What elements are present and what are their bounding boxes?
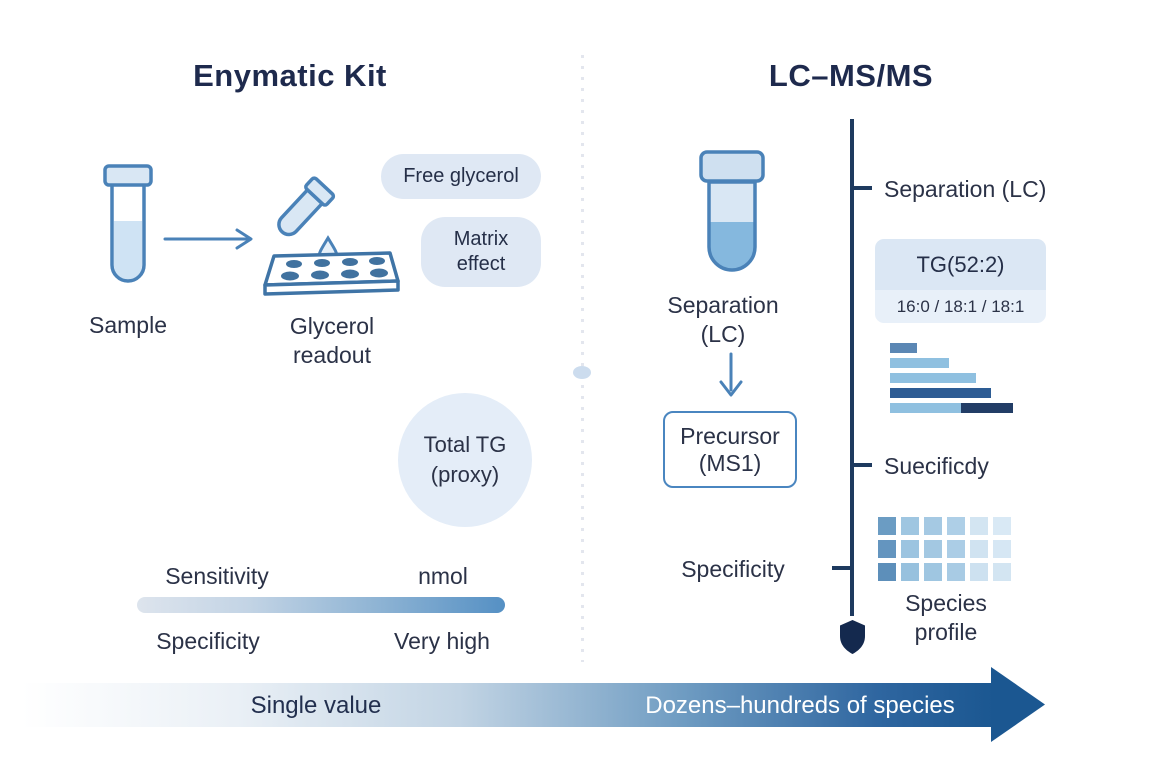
glycerol-readout-label: Glycerol readout [289, 313, 375, 368]
matrix-effect-badge: Matrix effect [421, 217, 541, 287]
sample-tube-icon [103, 164, 153, 283]
tg-chain-composition: 16:0 / 18:1 / 18:1 [875, 290, 1046, 323]
timeline-separation-label: Separation (LC) [884, 176, 1047, 202]
heatmap-cell [947, 517, 965, 535]
left-panel-title: Enymatic Kit [193, 58, 387, 93]
heatmap-cell [878, 517, 896, 535]
glycerol-readout-icon [263, 176, 400, 296]
right-panel-title: LC–MS/MS [768, 58, 934, 93]
heatmap-cell [924, 517, 942, 535]
left-tick [832, 566, 852, 570]
sensitivity-value: nmol [418, 563, 468, 589]
precursor-ms1-box: Precursor (MS1) [663, 411, 797, 488]
divider-dot [573, 366, 591, 379]
sample-label: Sample [89, 312, 167, 338]
arrow-down-icon [719, 352, 743, 397]
specificity-tick [852, 463, 872, 467]
heatmap-cell [970, 540, 988, 558]
sensitivity-label: Sensitivity [165, 563, 269, 589]
total-tg-bubble: Total TG (proxy) [398, 393, 532, 527]
fragment-bar-segment [890, 388, 991, 398]
heatmap-cell [970, 517, 988, 535]
free-glycerol-badge: Free glycerol [381, 154, 541, 199]
species-profile-label: Species profile [905, 590, 987, 645]
heatmap-cell [924, 563, 942, 581]
heatmap-cell [901, 563, 919, 581]
heatmap-cell [924, 540, 942, 558]
fragment-bar [890, 358, 1013, 368]
fragment-bar-segment [890, 373, 976, 383]
heatmap-cell [901, 540, 919, 558]
heatmap-cell [878, 540, 896, 558]
arrow-right-icon [163, 228, 253, 250]
heatmap-cell [993, 517, 1011, 535]
fragment-bar-segment [961, 403, 1013, 413]
dozens-hundreds-label: Dozens–hundreds of species [645, 692, 955, 719]
fragment-bar-segment [890, 358, 949, 368]
fragment-bar [890, 373, 1013, 383]
heatmap-cell [993, 563, 1011, 581]
fragment-bar [890, 403, 1013, 413]
specificity-label-right: Specificity [681, 556, 785, 582]
fragment-bar-segment [890, 403, 961, 413]
flow-arrow-band [22, 683, 993, 727]
heatmap-cell [947, 540, 965, 558]
dotted-divider [581, 55, 584, 662]
fragment-bar-chart [890, 343, 1013, 418]
flow-arrow-head [991, 667, 1045, 742]
tg-species-card: TG(52:2) 16:0 / 18:1 / 18:1 [875, 239, 1046, 323]
heatmap-cell [970, 563, 988, 581]
separation-tick [852, 186, 872, 190]
fragment-bar [890, 343, 1013, 353]
sensitivity-gradient-bar [137, 597, 505, 613]
heatmap-cell [947, 563, 965, 581]
centrifuge-tube-icon [699, 150, 765, 272]
shield-icon [840, 620, 865, 654]
fragment-bar-segment [890, 343, 917, 353]
timeline-line [850, 119, 854, 616]
specificity-label-left: Specificity [156, 628, 260, 654]
specificity-value-left: Very high [394, 628, 490, 654]
heatmap-cell [878, 563, 896, 581]
separation-lc-label: Separation (LC) [667, 292, 779, 347]
species-heatmap [878, 517, 1011, 581]
fragment-bar [890, 388, 1013, 398]
heatmap-cell [993, 540, 1011, 558]
timeline-specificity-label: Suecificdy [884, 453, 989, 479]
tg-species-name: TG(52:2) [875, 239, 1046, 290]
heatmap-cell [901, 517, 919, 535]
pour-tube-icon [277, 176, 336, 237]
single-value-label: Single value [250, 692, 382, 719]
